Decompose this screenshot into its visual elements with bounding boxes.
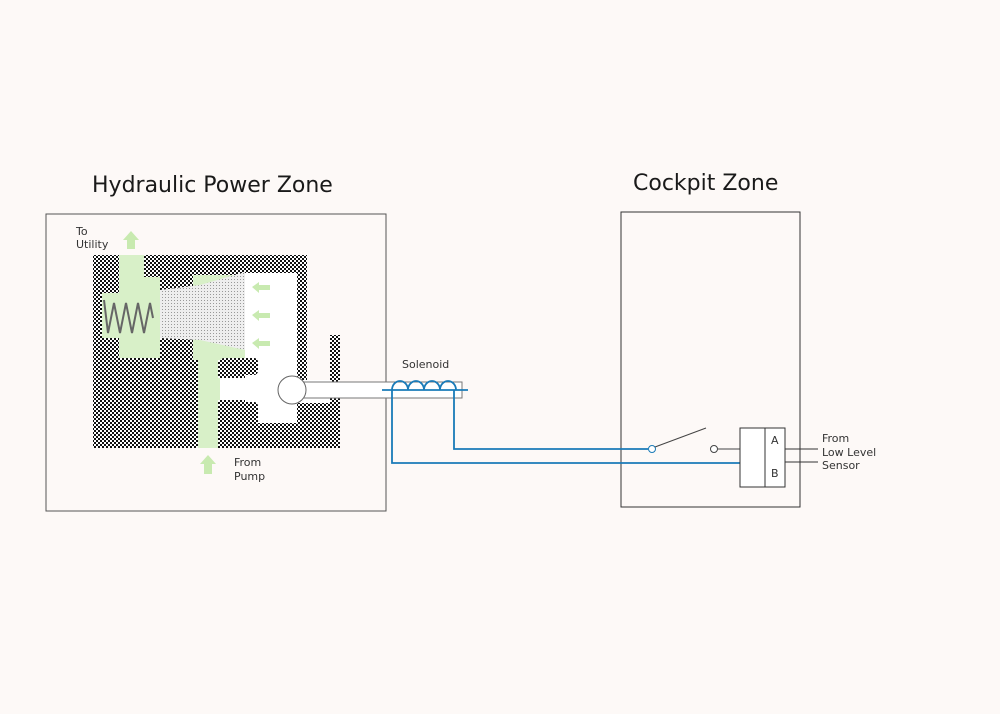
switch [648, 427, 740, 453]
arrow-left-icon [252, 338, 270, 349]
valve-ball [277, 375, 307, 405]
arrow-up-icon [123, 231, 139, 249]
sensor-label-1: From [822, 432, 849, 445]
from-pump-label-2: Pump [234, 470, 265, 483]
wiring [391, 390, 740, 464]
arrow-left-icon [252, 282, 270, 293]
relay-box [739, 427, 818, 488]
arrow-up-icon [200, 455, 216, 474]
relay-b-label: B [771, 467, 779, 480]
hydraulic-zone-title: Hydraulic Power Zone [92, 173, 333, 198]
cockpit-zone-title: Cockpit Zone [633, 171, 778, 196]
spring-icon [103, 299, 154, 334]
valve-body [93, 255, 340, 448]
hydraulic-zone-box [45, 213, 387, 512]
relay-a-label: A [771, 434, 779, 447]
to-utility-label-1: To [75, 225, 88, 238]
sensor-label-3: Sensor [822, 459, 860, 472]
solenoid-label: Solenoid [402, 358, 449, 371]
piston [160, 272, 245, 350]
cockpit-zone-box [620, 211, 801, 508]
sensor-label-2: Low Level [822, 446, 876, 459]
to-utility-label-2: Utility [76, 238, 109, 251]
from-pump-label-1: From [234, 456, 261, 469]
arrow-left-icon [252, 310, 270, 321]
